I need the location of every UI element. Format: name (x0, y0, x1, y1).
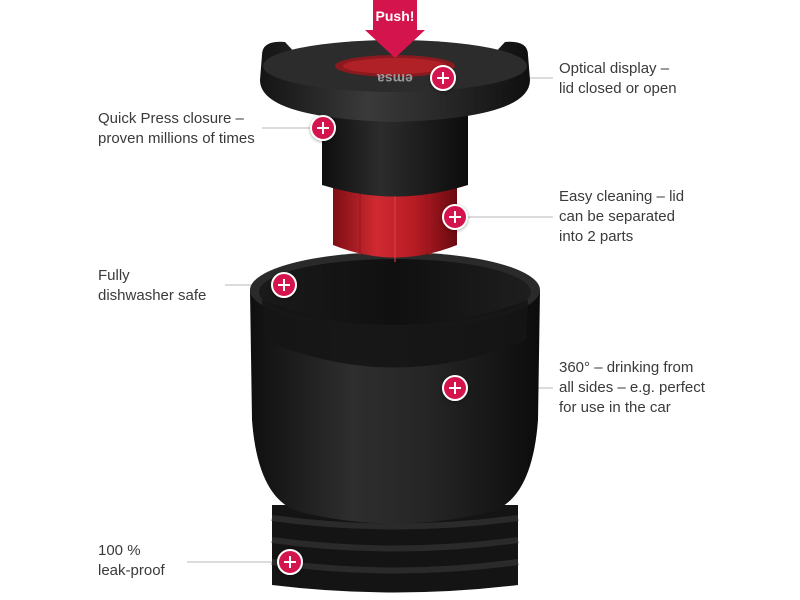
lid-red-insert (333, 180, 457, 262)
cup-body (250, 252, 540, 524)
hotspot-leak-proof-plus-icon[interactable] (277, 549, 303, 575)
push-label: Push! (375, 8, 415, 24)
callout-leak-proof: 100 % leak-proof (98, 542, 165, 579)
callout-easy-cleaning: Easy cleaning – lid can be separated int… (559, 188, 685, 245)
callout-drinking-360: 360° – drinking from all sides – e.g. pe… (559, 359, 705, 416)
callout-optical-display: Optical display – lid closed or open (559, 60, 677, 97)
lid-top (260, 40, 530, 122)
lid-neck (322, 100, 468, 197)
hotspot-quick-press-plus-icon[interactable] (310, 115, 336, 141)
hotspot-dishwasher-plus-icon[interactable] (271, 272, 297, 298)
hotspot-drinking-360-plus-icon[interactable] (442, 375, 468, 401)
lid-logo: emsa (377, 71, 413, 87)
hotspot-easy-cleaning-plus-icon[interactable] (442, 204, 468, 230)
callout-quick-press: Quick Press closure – proven millions of… (98, 110, 255, 147)
cup-thread-base (271, 505, 519, 593)
hotspot-optical-display-plus-icon[interactable] (430, 65, 456, 91)
push-arrow-icon (365, 0, 425, 58)
callout-dishwasher: Fully dishwasher safe (98, 267, 207, 304)
